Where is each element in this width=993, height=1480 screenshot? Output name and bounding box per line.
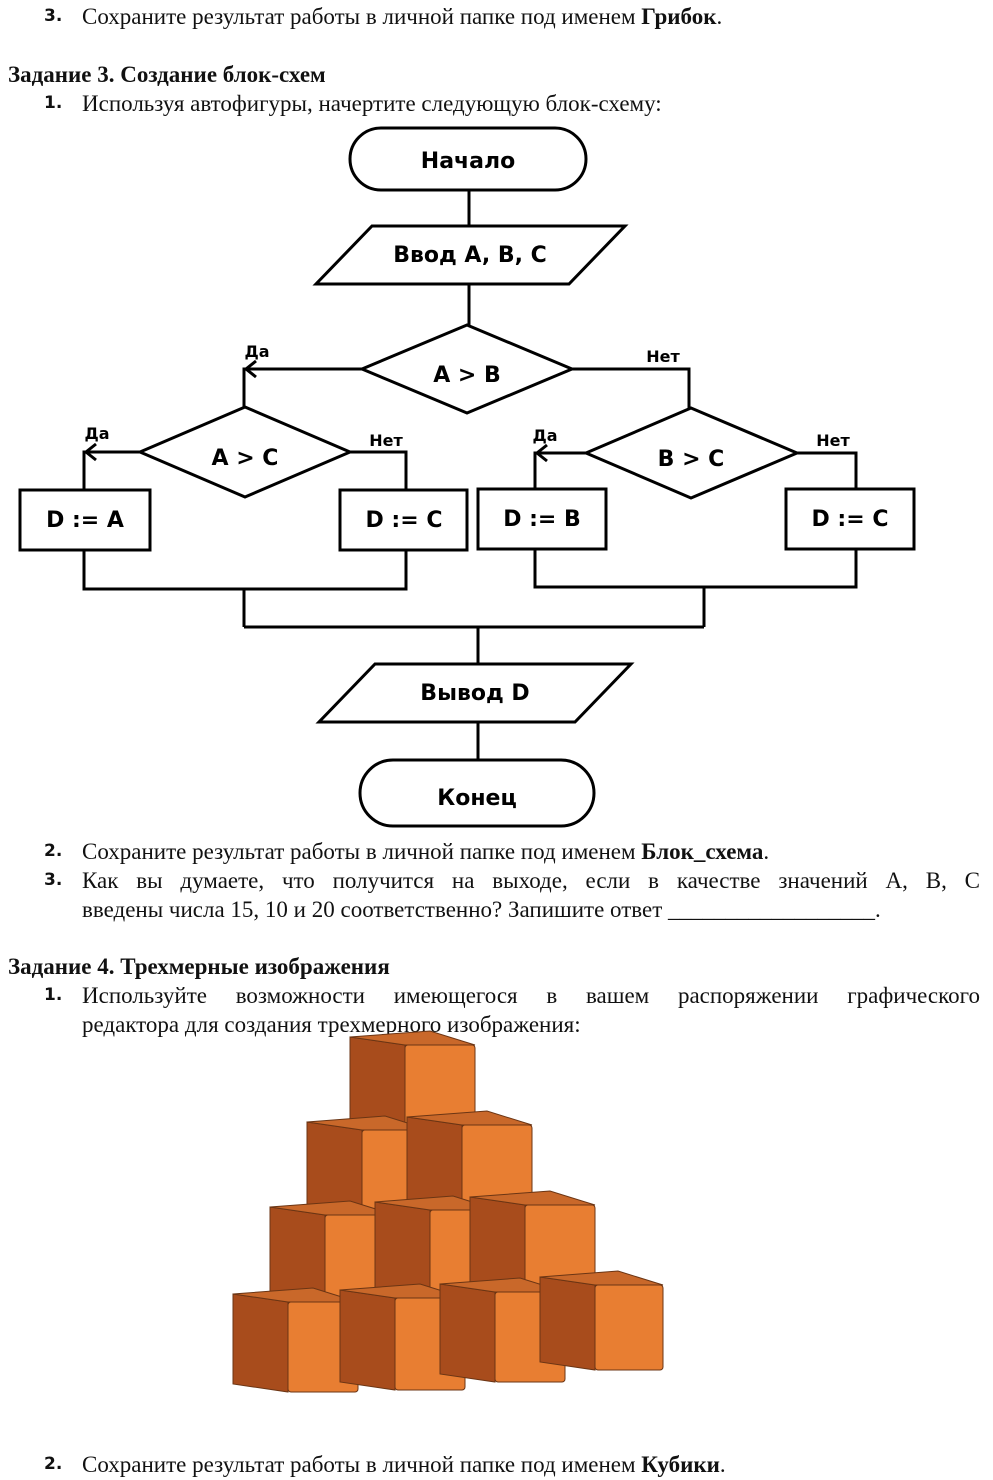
branch-yes-label: Да xyxy=(84,424,109,443)
process-d-c-left-label: D := C xyxy=(366,508,443,533)
list-number: 3. xyxy=(44,870,63,890)
cube xyxy=(406,1110,533,1211)
file-name: Грибок xyxy=(641,4,717,29)
process-d-c-right xyxy=(784,487,916,551)
process-d-a-label: D := A xyxy=(46,508,124,533)
branch-yes-label: Да xyxy=(532,426,557,445)
cube-side-face xyxy=(539,1276,596,1371)
process-d-a xyxy=(18,488,152,552)
cube xyxy=(349,1030,476,1136)
instruction-text: Сохраните результат работы в личной папк… xyxy=(82,4,642,29)
cube-top-face xyxy=(539,1270,664,1286)
cube-side-face xyxy=(269,1206,326,1304)
branch-no-label: Нет xyxy=(816,431,850,450)
arrow-icon xyxy=(243,359,257,379)
question-line2: введены числа 15, 10 и 20 соответственно… xyxy=(82,895,881,924)
question-line1: Как вы думаете, что получится на выходе,… xyxy=(82,868,980,893)
cube-side-face xyxy=(306,1121,363,1216)
instruction-text: Сохраните результат работы в личной папк… xyxy=(82,839,642,864)
branch-yes-label: Да xyxy=(244,342,269,361)
output-parallelogram xyxy=(315,662,635,724)
cube xyxy=(539,1270,664,1371)
instruction-tail: . xyxy=(716,4,723,29)
decision-a-gt-c xyxy=(136,405,354,499)
decision-b-gt-c xyxy=(582,406,801,500)
flowchart: Начало Ввод A, B, C A > B Да Нет A > C Д… xyxy=(18,126,916,828)
answer-blank[interactable]: __________________ xyxy=(668,897,876,922)
decision-a-gt-c-label: A > C xyxy=(212,446,279,471)
task4-item1-line1: Используйте возможности имеющегося в ваш… xyxy=(82,983,980,1008)
cube-front-face xyxy=(594,1284,664,1371)
task4-item1-line2: редактора для создания трехмерного изобр… xyxy=(82,1012,581,1037)
start-label: Начало xyxy=(421,149,515,174)
cube-top-face xyxy=(469,1190,596,1206)
start-terminal xyxy=(348,126,588,192)
arrow-icon xyxy=(534,443,548,463)
instruction-text: Сохраните результат работы в личной папк… xyxy=(82,1452,642,1477)
decision-b-gt-c-label: B > C xyxy=(658,447,725,472)
input-parallelogram xyxy=(312,224,629,286)
instruction-tail: . xyxy=(763,839,770,864)
list-number: 1. xyxy=(44,93,63,113)
list-number: 2. xyxy=(44,841,63,861)
task3-item1-text: Используя автофигуры, начертите следующу… xyxy=(82,91,662,116)
cube-side-face xyxy=(439,1283,496,1383)
list-number: 3. xyxy=(44,6,63,26)
decision-a-gt-b-label: A > B xyxy=(433,363,501,388)
end-terminal xyxy=(358,758,596,828)
cube xyxy=(232,1287,359,1393)
task3-heading: Задание 3. Создание блок-схем xyxy=(8,62,326,87)
list-number: 2. xyxy=(44,1454,63,1474)
input-label: Ввод A, B, C xyxy=(393,243,547,268)
branch-no-label: Нет xyxy=(369,431,403,450)
file-name: Кубики xyxy=(641,1452,720,1477)
arrowheads xyxy=(83,359,548,463)
list-number: 1. xyxy=(44,985,63,1005)
end-label: Конец xyxy=(437,786,517,811)
cube-side-face xyxy=(232,1293,289,1393)
save-instruction-block-scheme: Сохраните результат работы в личной папк… xyxy=(82,837,769,866)
cube-top-face xyxy=(406,1110,533,1126)
branch-no-label: Нет xyxy=(646,347,680,366)
instruction-tail: . xyxy=(719,1452,726,1477)
save-instruction-cubes: Сохраните результат работы в личной папк… xyxy=(82,1450,726,1479)
process-d-c-left xyxy=(338,488,469,552)
process-d-c-right-label: D := C xyxy=(812,507,889,532)
process-d-b xyxy=(476,487,608,551)
save-instruction-gribok: Сохраните результат работы в личной папк… xyxy=(82,2,722,31)
cube-top-face xyxy=(349,1030,476,1046)
output-label: Вывод D xyxy=(420,681,529,706)
arrow-icon xyxy=(83,442,97,462)
question-tail: . xyxy=(875,897,881,922)
question-text: введены числа 15, 10 и 20 соответственно… xyxy=(82,897,669,922)
task4-heading: Задание 4. Трехмерные изображения xyxy=(8,954,390,979)
cube-side-face xyxy=(339,1289,396,1391)
process-d-b-label: D := B xyxy=(503,507,581,532)
file-name: Блок_схема xyxy=(641,839,764,864)
decision-a-gt-b xyxy=(358,323,576,415)
